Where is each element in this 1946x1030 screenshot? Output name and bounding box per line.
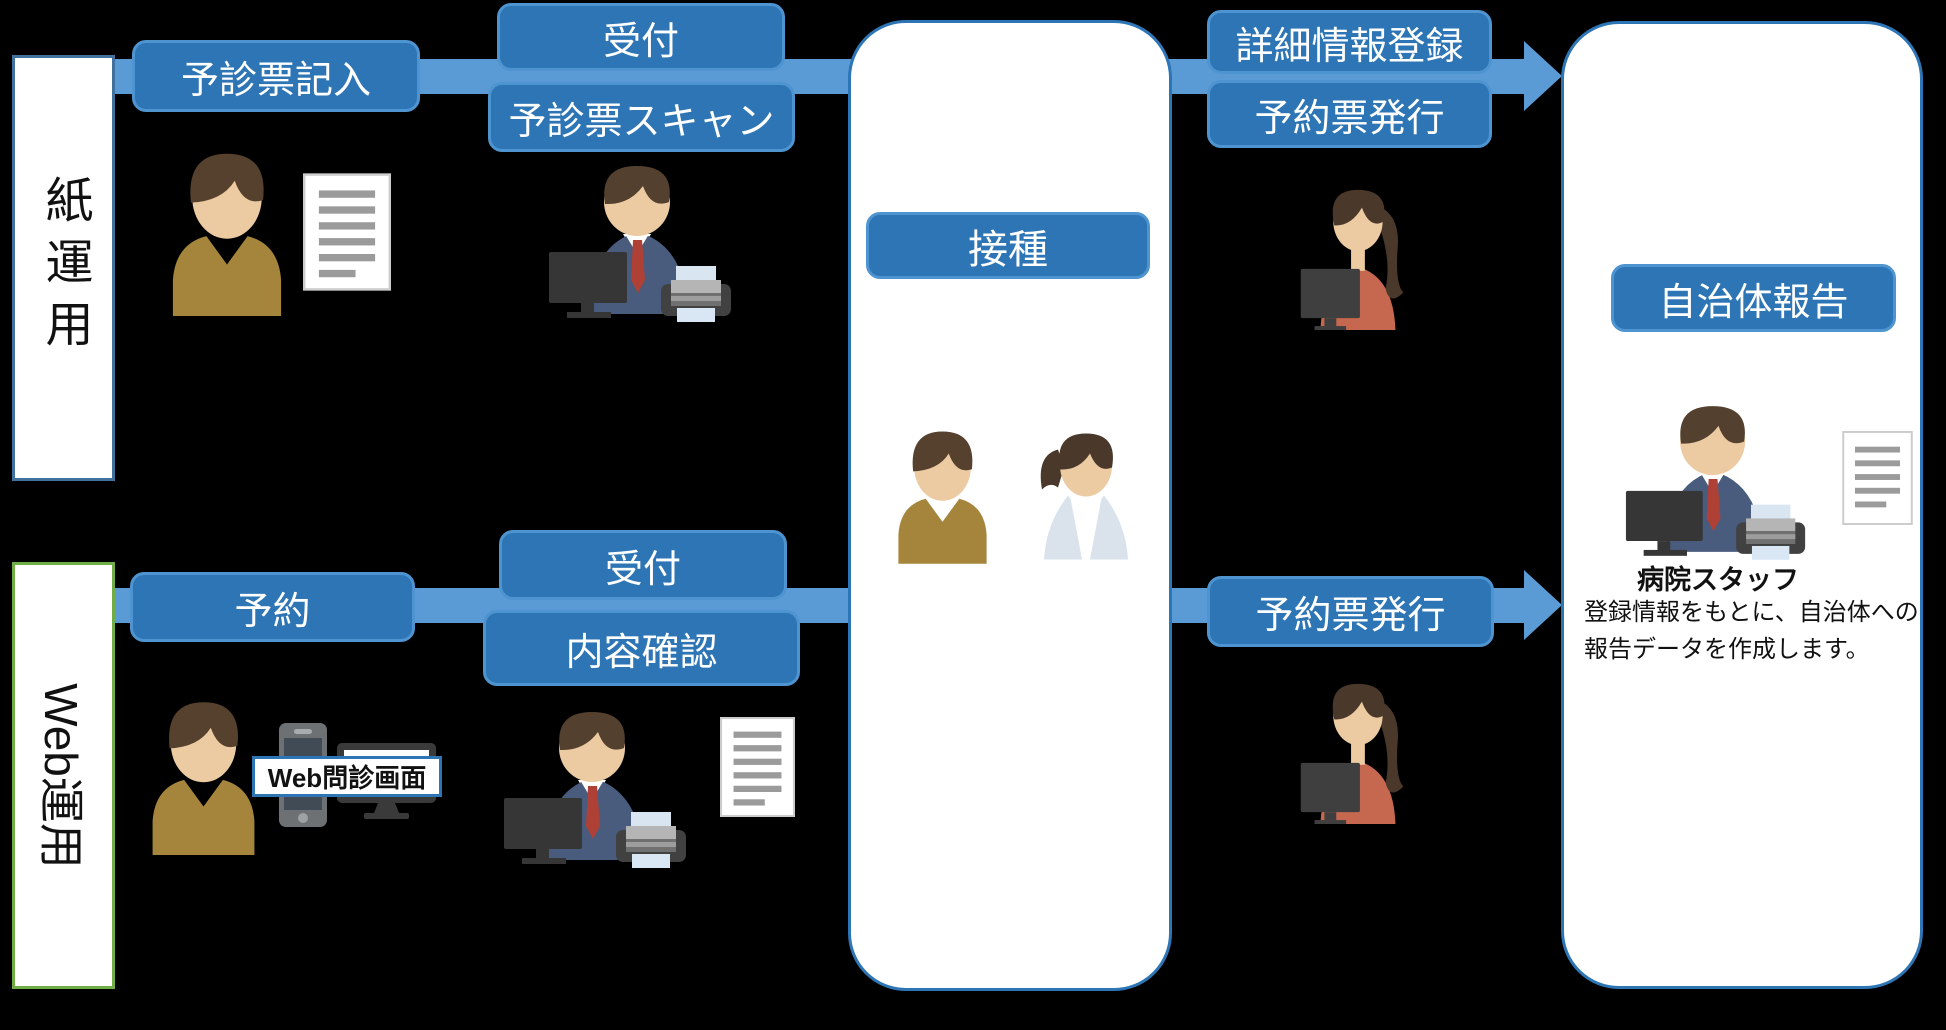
female-staff-desk-icon	[1300, 189, 1404, 330]
monitor-icon	[1300, 268, 1360, 330]
hospital-staff-label: 病院スタッフ	[1637, 565, 1799, 595]
paper-flow-arrowhead-icon	[1524, 41, 1562, 111]
monitor-icon	[549, 252, 627, 318]
lane-web-label: Web運用	[34, 682, 87, 869]
step-questionnaire-fill: 予診票記入	[132, 40, 420, 112]
step-content-check: 内容確認	[483, 610, 800, 686]
document-icon	[720, 717, 795, 817]
monitor-icon	[504, 798, 582, 864]
document-icon	[303, 173, 391, 291]
printer-icon	[661, 266, 731, 322]
web-questionnaire-screen-label: Web問診画面	[252, 756, 442, 797]
doctor-icon	[1040, 433, 1128, 560]
web-flow-arrowhead-icon	[1524, 570, 1562, 640]
step-detail-registration: 詳細情報登録	[1207, 10, 1492, 74]
step-reservation: 予約	[130, 572, 415, 642]
staff-desk-icon	[549, 166, 731, 322]
patient-icon	[898, 431, 987, 564]
staff-desk-icon	[504, 712, 686, 868]
monitor-icon	[1300, 762, 1360, 824]
monitor-icon	[1625, 490, 1703, 556]
printer-icon	[616, 812, 686, 868]
step-municipality-report: 自治体報告	[1611, 264, 1896, 332]
step-ticket-issue-paper: 予約票発行	[1207, 80, 1492, 148]
report-description: 登録情報をもとに、自治体への報告データを作成します。	[1584, 599, 1919, 663]
document-icon	[1842, 431, 1913, 525]
staff-desk-icon	[1625, 406, 1806, 560]
step-reception-paper: 受付	[497, 3, 785, 71]
step-ticket-issue-web: 予約票発行	[1207, 576, 1494, 647]
step-vaccination: 接種	[866, 212, 1150, 279]
step-questionnaire-scan: 予診票スキャン	[488, 82, 795, 152]
female-staff-desk-icon	[1300, 683, 1404, 824]
lane-paper: 紙運用	[12, 55, 115, 481]
lane-paper-label: 紙運用	[37, 175, 91, 361]
patient-icon	[152, 702, 255, 855]
lane-web: Web運用	[12, 562, 115, 989]
vaccination-container	[848, 20, 1172, 991]
step-reception-web: 受付	[499, 530, 787, 600]
printer-icon	[1736, 504, 1806, 560]
patient-icon	[172, 153, 282, 316]
